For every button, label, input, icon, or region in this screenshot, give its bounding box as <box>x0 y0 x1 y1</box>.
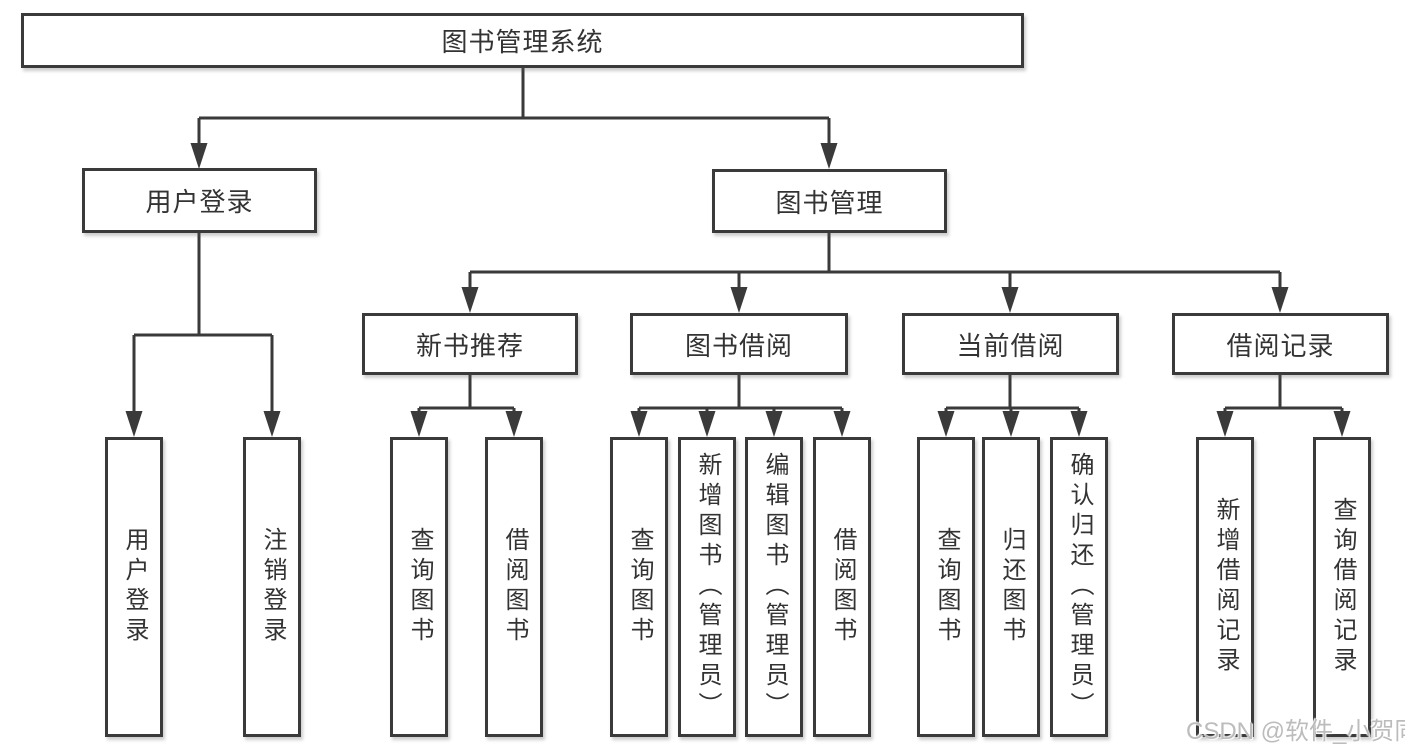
node-label: 用户登录 <box>145 187 254 217</box>
node-label: 新增借阅记录 <box>1212 497 1239 677</box>
leaf-query-books-recommend: 查询图书 <box>390 437 448 737</box>
arrow-down-icon <box>1001 287 1019 313</box>
node-label: 图书管理系统 <box>441 27 604 57</box>
node-label: 归还图书 <box>998 527 1025 647</box>
arrow-down-icon <box>730 287 748 313</box>
leaf-return-books: 归还图书 <box>982 437 1040 737</box>
node-label: 查询图书 <box>406 527 433 647</box>
leaf-edit-books-admin: 编辑图书（管理员） <box>745 437 803 737</box>
node-label: 新书推荐 <box>415 330 524 361</box>
arrow-down-icon <box>1070 411 1088 437</box>
node-label: 图书借阅 <box>684 330 793 361</box>
arrow-down-icon <box>1333 411 1351 437</box>
node-borrow-records: 借阅记录 <box>1172 313 1389 375</box>
leaf-add-borrow-record: 新增借阅记录 <box>1196 437 1254 737</box>
arrow-down-icon <box>505 411 523 437</box>
leaf-borrow-books: 借阅图书 <box>813 437 871 737</box>
node-label: 新增图书（管理员） <box>694 452 721 722</box>
connector-book-mgmt-split <box>468 233 1282 290</box>
node-label: 编辑图书（管理员） <box>761 452 788 722</box>
node-label: 借阅记录 <box>1226 330 1335 361</box>
connector-borrow-records-split <box>1223 375 1344 414</box>
leaf-user-login: 用户登录 <box>105 437 163 737</box>
connector-root-split <box>197 68 831 146</box>
arrow-down-icon <box>263 411 281 437</box>
arrow-down-icon <box>1216 411 1234 437</box>
leaf-borrow-books-recommend: 借阅图书 <box>485 437 543 737</box>
node-user-login: 用户登录 <box>82 168 317 233</box>
arrow-down-icon <box>698 411 716 437</box>
leaf-logout: 注销登录 <box>243 437 301 737</box>
arrow-down-icon <box>765 411 783 437</box>
arrow-down-icon <box>410 411 428 437</box>
arrow-down-icon <box>1002 411 1020 437</box>
node-current-borrow: 当前借阅 <box>902 313 1119 375</box>
arrow-down-icon <box>190 143 208 169</box>
node-label: 查询图书 <box>933 527 960 647</box>
arrow-down-icon <box>461 287 479 313</box>
node-label: 确认归还（管理员） <box>1066 452 1093 722</box>
node-label: 借阅图书 <box>829 527 856 647</box>
leaf-confirm-return-admin: 确认归还（管理员） <box>1050 437 1108 737</box>
node-new-book-recommend: 新书推荐 <box>362 313 578 375</box>
node-label: 注销登录 <box>259 527 286 647</box>
leaf-query-books: 查询图书 <box>610 437 668 737</box>
connector-new-book-split <box>417 375 516 414</box>
leaf-query-current-books: 查询图书 <box>917 437 975 737</box>
arrow-down-icon <box>820 143 838 169</box>
arrow-down-icon <box>1271 287 1289 313</box>
arrow-down-icon <box>937 411 955 437</box>
leaf-query-borrow-record: 查询借阅记录 <box>1313 437 1371 737</box>
connector-current-borrow-split <box>944 375 1081 414</box>
node-label: 查询图书 <box>626 527 653 647</box>
node-label: 当前借阅 <box>956 330 1065 361</box>
node-label: 图书管理 <box>775 187 884 218</box>
node-label: 用户登录 <box>121 527 148 647</box>
node-book-management: 图书管理 <box>712 169 947 233</box>
leaf-add-books-admin: 新增图书（管理员） <box>678 437 736 737</box>
node-label: 查询借阅记录 <box>1329 497 1356 677</box>
connector-user-login-split <box>132 233 274 414</box>
arrow-down-icon <box>125 411 143 437</box>
connector-book-borrow-split <box>637 375 844 414</box>
arrow-down-icon <box>630 411 648 437</box>
csdn-watermark: CSDN @软件_小贺同学 <box>1186 718 1405 745</box>
node-system-root: 图书管理系统 <box>21 13 1024 68</box>
arrow-down-icon <box>833 411 851 437</box>
node-label: 借阅图书 <box>501 527 528 647</box>
node-book-borrow: 图书借阅 <box>630 313 848 375</box>
